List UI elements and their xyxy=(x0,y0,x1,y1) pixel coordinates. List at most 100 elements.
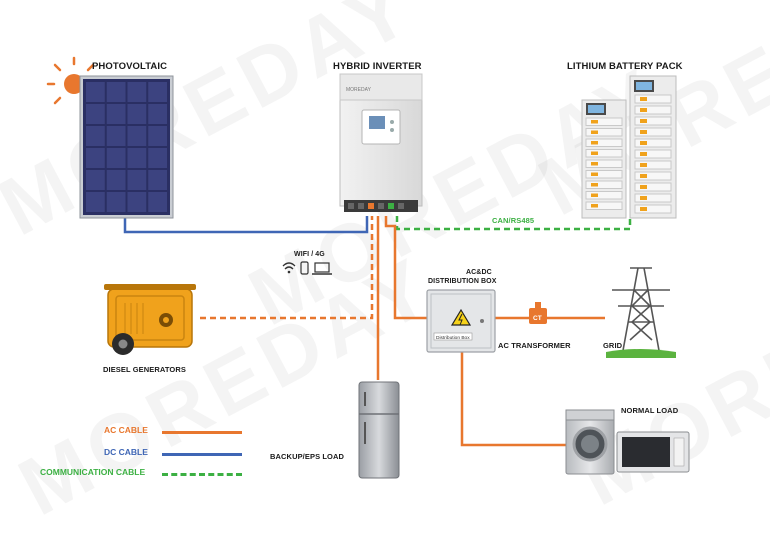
ac-cable-generator xyxy=(200,216,374,320)
hybrid-inverter xyxy=(339,73,423,212)
legend-comm-label: COMMUNICATION CABLE xyxy=(40,467,146,477)
battery-terminal xyxy=(640,207,647,211)
grass-patch xyxy=(606,349,676,358)
pv-cell xyxy=(106,126,126,146)
battery-module xyxy=(634,160,672,170)
legend-dc-line xyxy=(162,453,242,456)
sun-icon xyxy=(46,56,95,105)
washing-machine-icon xyxy=(565,409,615,475)
pv-cell xyxy=(86,104,105,124)
pv-cell xyxy=(106,148,126,168)
battery-terminal xyxy=(640,130,647,134)
pv-cell xyxy=(106,170,126,190)
pv-cell xyxy=(86,192,105,212)
battery-module xyxy=(634,94,672,104)
legend-ac-label: AC CABLE xyxy=(104,425,148,435)
pv-cell xyxy=(106,192,126,212)
pv-cell xyxy=(127,82,147,102)
ac-cable-distribution xyxy=(384,216,427,320)
battery-module xyxy=(634,127,672,137)
battery-terminal xyxy=(591,141,598,145)
battery-module xyxy=(585,170,623,179)
pv-cell xyxy=(148,104,167,124)
solar-panel xyxy=(79,75,174,219)
battery-module xyxy=(585,201,623,210)
ac-transformer-label: AC TRANSFORMER xyxy=(498,341,571,350)
pv-cell xyxy=(86,82,105,102)
diesel-generator-icon xyxy=(104,284,196,355)
pv-cell xyxy=(106,104,126,124)
lithium-battery-pack-label: LITHIUM BATTERY PACK xyxy=(567,61,683,72)
pv-cell xyxy=(86,170,105,190)
battery-module xyxy=(634,149,672,159)
microwave-icon xyxy=(616,431,690,473)
battery-terminal xyxy=(640,152,647,156)
legend-dc-label: DC CABLE xyxy=(104,447,148,457)
battery-module xyxy=(585,149,623,158)
battery-terminal xyxy=(640,141,647,145)
pv-cell xyxy=(148,82,167,102)
legend-ac-line xyxy=(162,431,242,434)
normal-load-label: NORMAL LOAD xyxy=(621,406,679,415)
battery-module xyxy=(634,171,672,181)
transmission-tower-icon xyxy=(612,267,670,357)
battery-terminal xyxy=(591,162,598,166)
battery-terminal xyxy=(591,193,598,197)
comm-cable-battery xyxy=(395,216,632,231)
battery-terminal xyxy=(640,174,647,178)
battery-terminal xyxy=(640,119,647,123)
battery-terminal xyxy=(640,185,647,189)
pv-cell xyxy=(127,126,147,146)
battery-module xyxy=(634,138,672,148)
dc-cable-pv xyxy=(123,216,369,234)
can-rs485-label: CAN/RS485 xyxy=(492,216,535,225)
pv-cell xyxy=(127,192,147,212)
battery-module xyxy=(585,159,623,168)
ct-text: CT xyxy=(533,315,542,322)
diesel-generators-label: DIESEL GENERATORS xyxy=(103,365,186,374)
distribution-box-plate-text: Distribution Box xyxy=(436,335,470,341)
wifi-icon xyxy=(282,262,296,274)
battery-module xyxy=(634,105,672,115)
inverter-brand-text: MOREDAY xyxy=(346,87,372,93)
battery-module xyxy=(634,193,672,203)
ac-cable-normal-load xyxy=(460,350,566,447)
battery-module xyxy=(585,180,623,189)
battery-module xyxy=(585,117,623,126)
refrigerator-icon xyxy=(358,381,400,479)
pv-cell xyxy=(148,148,167,168)
battery-module xyxy=(585,128,623,137)
distribution-box-icon xyxy=(426,289,496,353)
battery-rack-right xyxy=(629,75,677,219)
battery-module xyxy=(634,182,672,192)
battery-module xyxy=(634,204,672,214)
battery-module xyxy=(585,191,623,200)
pv-cell xyxy=(148,126,167,146)
pv-cell xyxy=(127,170,147,190)
battery-terminal xyxy=(591,183,598,187)
pv-cell xyxy=(148,170,167,190)
battery-terminal xyxy=(591,120,598,124)
battery-terminal xyxy=(640,196,647,200)
pv-cell xyxy=(127,104,147,124)
battery-terminal xyxy=(640,97,647,101)
battery-terminal xyxy=(640,163,647,167)
battery-terminal xyxy=(591,151,598,155)
battery-terminal xyxy=(591,130,598,134)
legend-comm-line xyxy=(162,473,242,476)
acdc-label-line2: DISTRIBUTION BOX xyxy=(428,278,497,285)
battery-terminal xyxy=(591,172,598,176)
pv-cell xyxy=(106,82,126,102)
grid-label: GRID xyxy=(603,341,623,350)
battery-terminal xyxy=(591,204,598,208)
pv-cell xyxy=(86,126,105,146)
wifi-4g-label: WIFI / 4G xyxy=(294,251,325,258)
laptop-icon xyxy=(312,262,332,275)
pv-cell xyxy=(148,192,167,212)
battery-terminal xyxy=(640,108,647,112)
backup-eps-load-label: BACKUP/EPS LOAD xyxy=(270,452,345,461)
photovoltaic-label: PHOTOVOLTAIC xyxy=(92,61,168,72)
battery-module xyxy=(585,138,623,147)
battery-rack-left xyxy=(581,99,627,219)
